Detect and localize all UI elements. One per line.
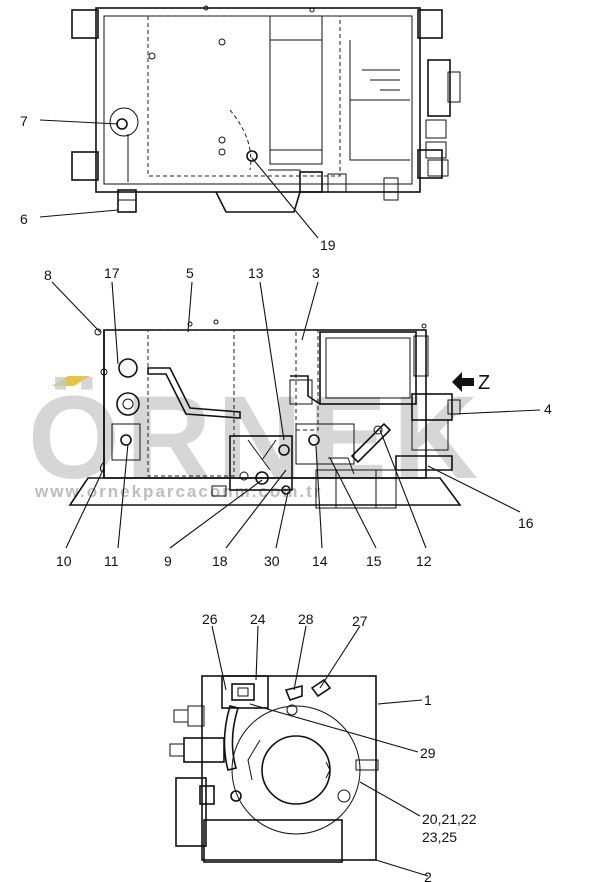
right-clip [355, 759, 379, 771]
filter-cylinder [269, 15, 323, 165]
valve-knob [255, 471, 269, 485]
bottom-mount [215, 191, 301, 213]
bracket-top-right [417, 9, 443, 39]
valve-fitting-2 [425, 141, 447, 159]
lever [350, 422, 392, 464]
callout-3: 3 [312, 265, 320, 281]
callout-10: 10 [56, 553, 72, 569]
outlet-fitting [299, 171, 323, 193]
callout-28: 28 [298, 611, 314, 627]
callout-6: 6 [20, 211, 28, 227]
callout-9: 9 [164, 553, 172, 569]
callout-20-21-22: 20,21,22 [422, 811, 477, 827]
tank-inner-frame [103, 15, 413, 185]
side-block [175, 777, 207, 847]
callout-16: 16 [518, 515, 534, 531]
switch-box [221, 675, 269, 709]
hidden-pipe [229, 109, 252, 171]
valve-fitting-3 [427, 159, 449, 177]
callout-2: 2 [424, 869, 432, 882]
callout-24: 24 [250, 611, 266, 627]
callout-30: 30 [264, 553, 280, 569]
callout-7: 7 [20, 113, 28, 129]
lower-valve [395, 455, 453, 471]
hose-fitting-27 [310, 678, 332, 698]
arrow-left-icon [452, 372, 474, 392]
callout-23-25: 23,25 [422, 829, 457, 845]
valve-block [427, 59, 451, 117]
small-bolt [281, 485, 291, 495]
callout-18: 18 [212, 553, 228, 569]
callout-26: 26 [202, 611, 218, 627]
filler-port-upper [118, 358, 138, 378]
tank-body [95, 7, 421, 193]
sight-glass-plug [116, 118, 128, 130]
bracket-bottom-right [417, 149, 443, 179]
callout-5: 5 [186, 265, 194, 281]
top-view [71, 5, 461, 213]
internal-baffles [349, 40, 410, 161]
callout-27: 27 [352, 613, 368, 629]
bottom-view-leaders [211, 625, 429, 877]
valve-plate [229, 435, 293, 491]
elbow-fitting [246, 150, 258, 162]
callout-12: 12 [416, 553, 432, 569]
drain-plug [117, 189, 137, 213]
watermark-accent [52, 376, 90, 386]
callout-19: 19 [320, 237, 336, 253]
base-block-2 [203, 819, 343, 863]
valve-fitting-1 [425, 119, 447, 139]
callout-14: 14 [312, 553, 328, 569]
fitting-left-2 [169, 743, 185, 757]
curved-hose [223, 705, 240, 771]
view-z-marker: Z [452, 372, 490, 394]
callout-17: 17 [104, 265, 120, 281]
housing-1 [201, 675, 377, 861]
sight-glass [109, 107, 139, 137]
watermark-brand: ÖRNEK [28, 372, 484, 504]
callout-11: 11 [104, 553, 119, 569]
motor-terminal [413, 335, 429, 377]
callout-4: 4 [544, 401, 552, 417]
watermark: ÖRNEK www.ornekparcaconm.com.tr [28, 372, 484, 504]
callout-labels: 7 6 19 8 17 5 13 3 4 16 10 11 9 18 30 14… [20, 113, 552, 882]
middle-view [68, 319, 462, 509]
callout-29: 29 [420, 745, 436, 761]
bracket-top-left [71, 9, 99, 39]
view-z-label: Z [478, 372, 490, 394]
callout-13: 13 [248, 265, 264, 281]
tank-hidden-chamber [147, 15, 341, 177]
suction-pipe [147, 367, 241, 419]
bracket-bottom-left [71, 151, 99, 181]
top-view-leaders [39, 119, 319, 239]
callout-8: 8 [44, 267, 52, 283]
callout-15: 15 [366, 553, 382, 569]
hidden-reservoir [147, 329, 235, 477]
fitting-left-1 [173, 709, 189, 723]
pressure-line [290, 375, 321, 405]
middle-view-leaders [51, 281, 541, 549]
hose-fitting-28 [284, 684, 303, 701]
callout-1: 1 [424, 692, 432, 708]
filler-port-lower [116, 392, 140, 416]
valve-screw [278, 444, 290, 456]
pump-bore [261, 735, 331, 805]
watermark-url: www.ornekparcaconm.com.tr [34, 482, 322, 501]
bottom-view [169, 675, 379, 863]
drain-hose [99, 461, 105, 473]
manifold-block [295, 423, 355, 465]
motor-housing [319, 331, 417, 405]
pump-flange [231, 705, 361, 835]
